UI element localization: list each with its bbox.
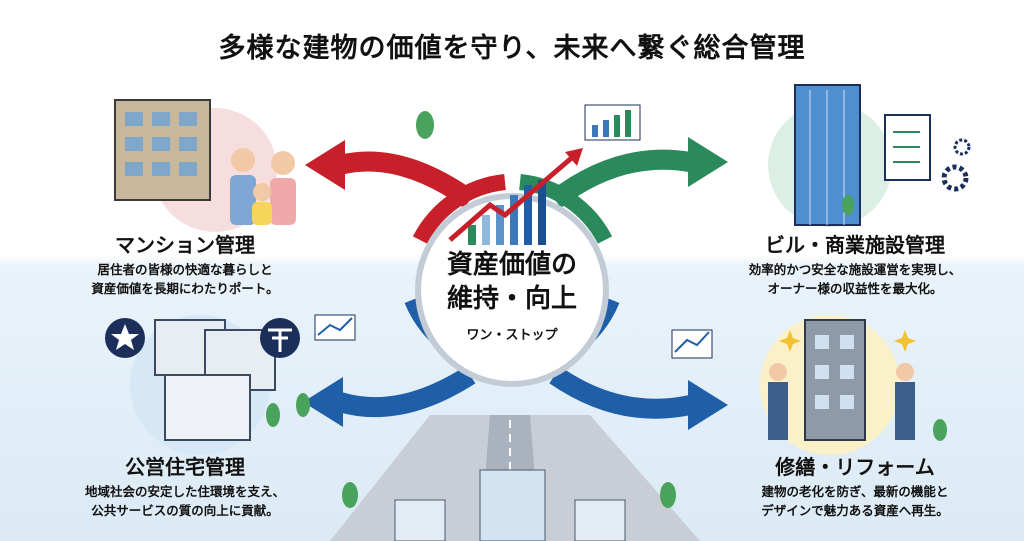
section-title: ビル・商業施設管理 [765, 233, 945, 257]
section-public-housing-management: 公営住宅管理 地域社会の安定した住環境を支え、 公共サービスの質の向上に貢献。 [35, 454, 335, 520]
section-desc-line2: 公共サービスの質の向上に貢献。 [91, 503, 279, 518]
section-title: マンション管理 [115, 233, 255, 257]
section-desc-line1: 効率的かつ安全な施設運営を実現し、 [748, 262, 962, 277]
renovated-building-icon [804, 319, 866, 441]
mini-line-chart-icon [314, 314, 713, 359]
center-subtitle: ワン・ストップ [466, 328, 558, 343]
family-icon [230, 148, 296, 225]
public-housing-buildings-icon [154, 319, 276, 441]
clipboard-checklist-icon [884, 114, 931, 181]
section-desc-line1: 居住者の皆様の快適な暮らしと [97, 262, 273, 277]
center-label: 資産価値の 維持・向上 ワン・ストップ [412, 248, 612, 343]
center-line1: 資産価値の [446, 250, 577, 280]
gear-icon [941, 138, 971, 192]
section-building-management: ビル・商業施設管理 効率的かつ安全な施設運営を実現し、 オーナー様の収益性を最大… [705, 232, 1005, 298]
arrow-to-reform [549, 366, 728, 430]
page-title: 多様な建物の価値を守り、未来へ繋ぐ総合管理 [218, 33, 806, 64]
emblem-badge-right-icon [260, 318, 300, 358]
section-desc-line1: 建物の老化を防ぎ、最新の機能と [761, 484, 949, 499]
growth-chart-icon [448, 148, 583, 245]
emblem-badge-left-icon [105, 318, 145, 358]
mansion-building-icon [114, 99, 211, 201]
arrow-to-mansion [305, 140, 476, 209]
office-building-icon [794, 84, 861, 226]
section-desc-line2: デザインで魅力ある資産へ再生。 [761, 503, 949, 518]
section-desc-line2: オーナー様の収益性を最大化。 [767, 281, 943, 296]
sparkle-icon [779, 330, 916, 352]
workers-icon [768, 363, 915, 440]
section-title: 公営住宅管理 [125, 455, 245, 479]
section-title: 修繕・リフォーム [775, 455, 935, 479]
tree-icons [266, 111, 947, 508]
center-line2: 維持・向上 [446, 284, 577, 314]
city-buildings [394, 469, 626, 541]
section-renovation-reform: 修繕・リフォーム 建物の老化を防ぎ、最新の機能と デザインで魅力ある資産へ再生。 [705, 454, 1005, 520]
arrow-to-public-housing [303, 366, 476, 427]
arrow-to-building [548, 137, 728, 208]
section-desc-line2: 資産価値を長期にわたりポート。 [91, 281, 279, 296]
section-desc-line1: 地域社会の安定した住環境を支え、 [84, 484, 285, 499]
mini-bar-chart-icon [584, 104, 641, 141]
section-mansion-management: マンション管理 居住者の皆様の快適な暮らしと 資産価値を長期にわたりポート。 [35, 232, 335, 298]
